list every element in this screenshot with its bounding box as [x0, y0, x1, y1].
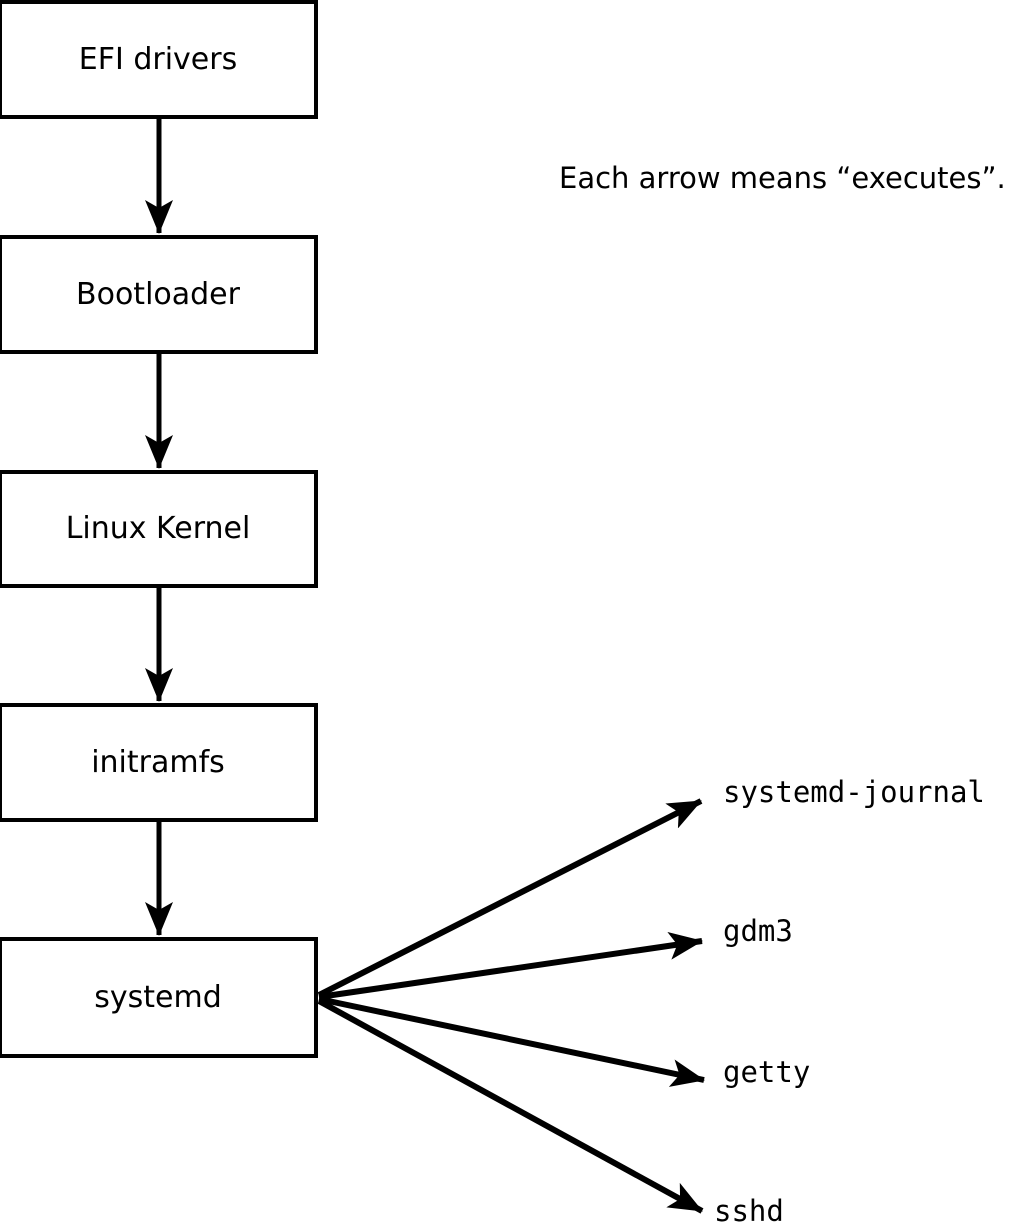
- arrow-legend-annotation: Each arrow means “executes”.: [559, 161, 1006, 195]
- node-efi-drivers: EFI drivers: [0, 0, 318, 119]
- arrow-systemd-to-journal: [317, 798, 703, 998]
- node-getty: getty: [723, 1055, 811, 1089]
- node-efi-drivers-label: EFI drivers: [78, 41, 238, 77]
- arrow-systemd-to-gdm3: [318, 931, 703, 1000]
- arrow-systemd-to-sshd: [317, 998, 704, 1214]
- node-systemd: systemd: [0, 937, 318, 1058]
- node-initramfs-label: initramfs: [91, 744, 225, 780]
- node-linux-kernel-label: Linux Kernel: [65, 511, 251, 546]
- node-initramfs: initramfs: [0, 703, 318, 822]
- node-linux-kernel: Linux Kernel: [0, 470, 318, 588]
- node-systemd-label: systemd: [94, 979, 222, 1015]
- node-bootloader: Bootloader: [0, 235, 318, 354]
- node-gdm3: gdm3: [723, 914, 793, 948]
- arrow-systemd-to-getty: [318, 996, 705, 1087]
- node-sshd: sshd: [714, 1194, 784, 1228]
- node-systemd-journal: systemd-journal: [723, 775, 985, 809]
- node-bootloader-label: Bootloader: [76, 276, 240, 312]
